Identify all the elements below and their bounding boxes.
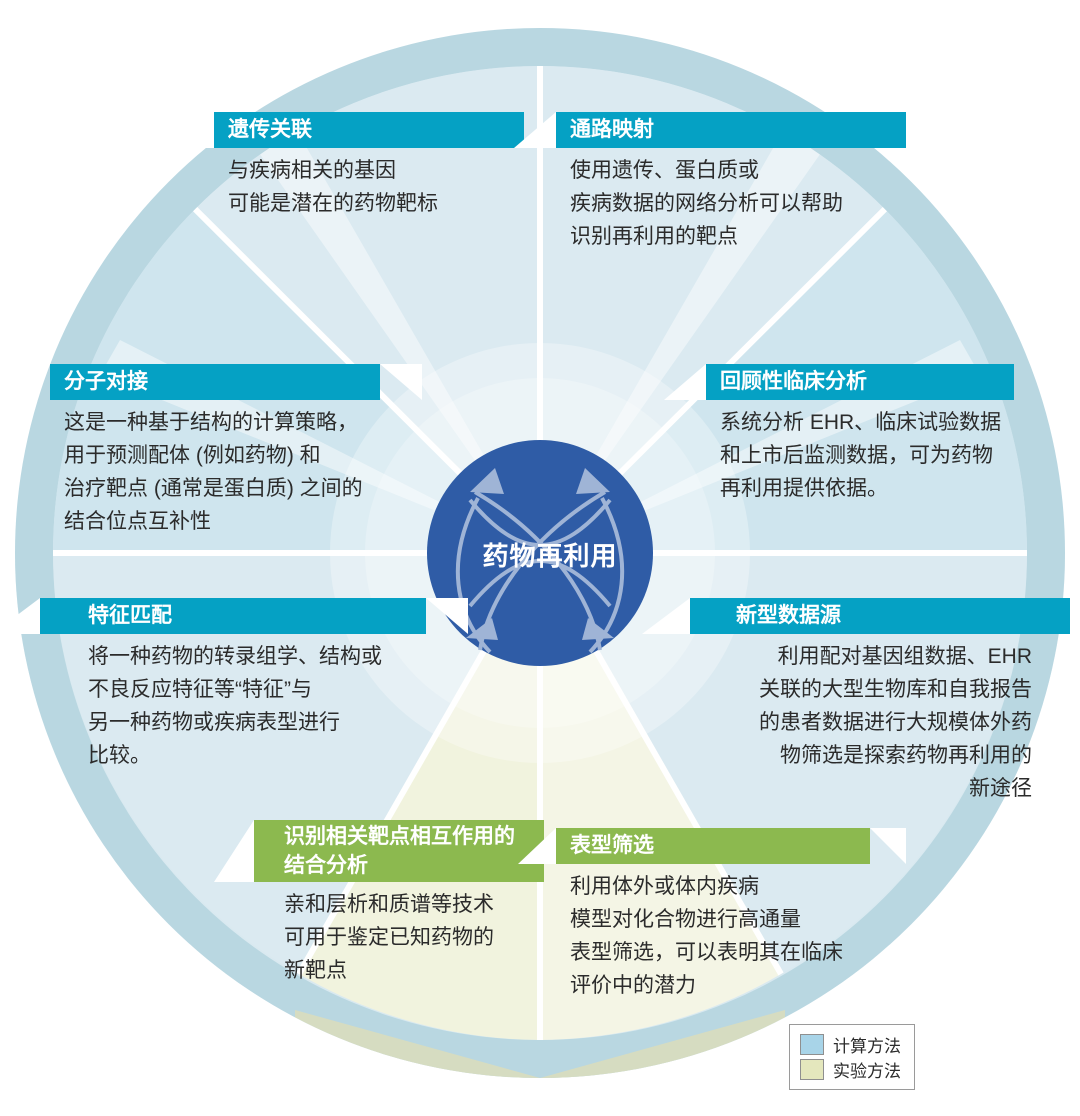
center-hub-label: 药物再利用: [482, 541, 618, 571]
segment-title-genetic-association: 遗传关联: [172, 112, 524, 148]
segment-fill-novel-data-sources: [540, 553, 1027, 974]
segment-fill-phenotypic-screening: [540, 553, 781, 1040]
segment-pathway-mapping[interactable]: 通路映射 使用遗传、蛋白质或 疾病数据的网络分析可以帮助 识别再利用的靶点: [514, 112, 906, 253]
segment-body-pathway-mapping: 使用遗传、蛋白质或 疾病数据的网络分析可以帮助 识别再利用的靶点: [570, 159, 843, 248]
segment-body-novel-data-sources: 利用配对基因组数据、EHR 关联的大型生物库和自我报告 的患者数据进行大规模体外…: [759, 645, 1032, 800]
segment-title-molecular-docking: 分子对接: [50, 364, 422, 400]
segment-fill-genetic-association: [195, 66, 540, 553]
legend-swatch-experimental: [800, 1059, 824, 1080]
segment-title-retrospective-clinical-analysis: 回顾性临床分析: [664, 364, 1014, 400]
segment-body-binding-assays: 亲和层析和质谱等技术 可用于鉴定已知药物的 新靶点: [284, 893, 494, 982]
cycle-arrowheads-icon: [466, 468, 614, 640]
segment-phenotypic-screening[interactable]: 表型筛选 利用体外或体内疾病 模型对化合物进行高通量 表型筛选，可以表明其在临床…: [518, 828, 906, 1002]
legend-label-experimental: 实验方法: [833, 1062, 901, 1081]
segment-binding-assays[interactable]: 识别相关靶点相互作用的 结合分析 亲和层析和质谱等技术 可用于鉴定已知药物的 新…: [214, 820, 544, 987]
segment-fill-pathway-mapping: [540, 66, 885, 553]
segment-body-phenotypic-screening: 利用体外或体内疾病 模型对化合物进行高通量 表型筛选，可以表明其在临床 评价中的…: [570, 875, 843, 997]
segment-molecular-docking[interactable]: 分子对接 这是一种基于结构的计算策略， 用于预测配体 (例如药物) 和 治疗靶点…: [50, 364, 470, 538]
segment-fill-binding-assays: [299, 553, 540, 1040]
legend: 计算方法 实验方法: [789, 1024, 915, 1090]
segment-title-signature-matching: 特征匹配: [0, 598, 468, 634]
segment-novel-data-sources[interactable]: 新型数据源 利用配对基因组数据、EHR 关联的大型生物库和自我报告 的患者数据进…: [642, 598, 1070, 805]
segment-title-binding-assays: 识别相关靶点相互作用的 结合分析: [214, 820, 544, 882]
segment-title-phenotypic-screening: 表型筛选: [518, 828, 906, 864]
segment-title-pathway-mapping: 通路映射: [514, 112, 906, 148]
segment-retrospective-clinical-analysis[interactable]: 回顾性临床分析 系统分析 EHR、临床试验数据 和上市后监测数据，可为药物 再利…: [664, 364, 1046, 505]
segment-body-genetic-association: 与疾病相关的基因 可能是潜在的药物靶标: [228, 159, 438, 215]
segment-body-signature-matching: 将一种药物的转录组学、结构或 不良反应特征等“特征”与 另一种药物或疾病表型进行…: [88, 645, 382, 767]
segment-title-novel-data-sources: 新型数据源: [642, 598, 1070, 634]
bar-slant-right: [380, 364, 422, 400]
segment-signature-matching[interactable]: 特征匹配 将一种药物的转录组学、结构或 不良反应特征等“特征”与 另一种药物或疾…: [0, 598, 468, 772]
legend-swatch-computational: [800, 1034, 824, 1055]
legend-item-experimental: 实验方法: [800, 1057, 914, 1082]
segment-body-retrospective-clinical-analysis: 系统分析 EHR、临床试验数据 和上市后监测数据，可为药物 再利用提供依据。: [720, 411, 1002, 500]
segment-body-molecular-docking: 这是一种基于结构的计算策略， 用于预测配体 (例如药物) 和 治疗靶点 (通常是…: [64, 411, 363, 533]
segment-fill-signature-matching: [53, 553, 540, 974]
legend-item-computational: 计算方法: [800, 1032, 914, 1057]
segment-genetic-association[interactable]: 遗传关联 与疾病相关的基因 可能是潜在的药物靶标: [172, 112, 524, 220]
legend-label-computational: 计算方法: [833, 1037, 901, 1056]
